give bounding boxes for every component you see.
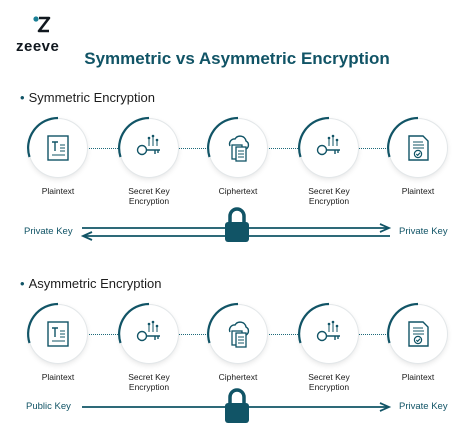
right-key-label: Private Key xyxy=(399,401,448,412)
progress-ring xyxy=(387,302,419,344)
page-title: Symmetric vs Asymmetric Encryption xyxy=(84,49,390,68)
key-circuit-icon xyxy=(136,134,160,156)
node-label: Secret Key Encryption xyxy=(128,372,170,392)
bullet-icon: • xyxy=(20,276,25,291)
lock-icon xyxy=(225,388,249,423)
document-check-icon xyxy=(408,135,429,161)
node-label: Plaintext xyxy=(41,372,75,382)
node-plaintext xyxy=(27,302,87,363)
lock-icon xyxy=(225,207,249,242)
node-secret-key-encryption xyxy=(118,302,178,363)
bullet-icon: • xyxy=(20,90,25,105)
node-secret-key-encryption xyxy=(118,116,178,177)
progress-ring xyxy=(27,116,59,158)
node-plaintext xyxy=(387,302,447,363)
node-label: Ciphertext xyxy=(218,186,258,196)
document-check-icon xyxy=(408,321,429,347)
progress-ring xyxy=(207,302,239,344)
section-heading-asymmetric: •Asymmetric Encryption xyxy=(20,276,162,291)
node-plaintext xyxy=(387,116,447,177)
node-ciphertext xyxy=(207,116,267,177)
node-ciphertext xyxy=(207,302,267,363)
progress-ring xyxy=(27,302,59,344)
node-label: Plaintext xyxy=(401,372,435,382)
key-circuit-icon xyxy=(136,320,160,342)
node-label: Ciphertext xyxy=(218,372,258,382)
cloud-documents-icon xyxy=(228,321,250,348)
zeeve-logo: zeeve xyxy=(14,16,74,56)
key-circuit-icon xyxy=(316,134,340,156)
progress-ring xyxy=(207,116,239,158)
left-key-label: Public Key xyxy=(26,401,71,412)
node-label: Secret Key Encryption xyxy=(308,186,350,206)
progress-ring xyxy=(298,116,330,158)
symmetric-row: Plaintext Secret Key Encryption Cipherte… xyxy=(0,116,474,238)
node-label: Secret Key Encryption xyxy=(128,186,170,206)
node-secret-key-encryption xyxy=(298,116,358,177)
progress-ring xyxy=(118,302,150,344)
key-circuit-icon xyxy=(316,320,340,342)
right-key-label: Private Key xyxy=(399,226,448,237)
left-key-label: Private Key xyxy=(24,226,73,237)
node-label: Plaintext xyxy=(401,186,435,196)
document-text-icon xyxy=(47,321,69,347)
progress-ring xyxy=(118,116,150,158)
section-heading-symmetric: •Symmetric Encryption xyxy=(20,90,155,105)
asymmetric-row: Plaintext Secret Key Encryption Cipherte… xyxy=(0,302,474,424)
cloud-documents-icon xyxy=(228,135,250,162)
node-label: Secret Key Encryption xyxy=(308,372,350,392)
brand-name: zeeve xyxy=(16,38,60,55)
node-label: Plaintext xyxy=(41,186,75,196)
node-plaintext xyxy=(27,116,87,177)
zeeve-logo-mark-icon xyxy=(33,16,51,33)
progress-ring xyxy=(387,116,419,158)
node-secret-key-encryption xyxy=(298,302,358,363)
document-text-icon xyxy=(47,135,69,161)
progress-ring xyxy=(298,302,330,344)
